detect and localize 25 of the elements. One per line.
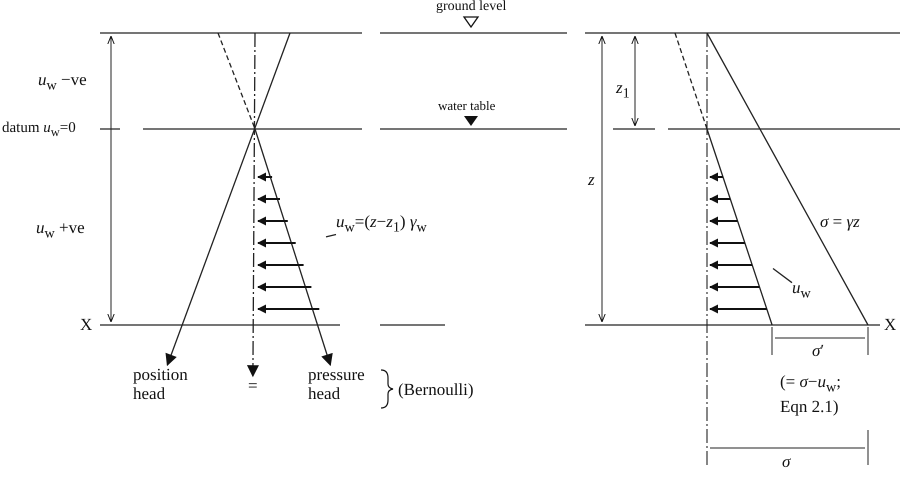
text-label: z — [588, 170, 595, 189]
text-label: water table — [438, 97, 496, 115]
text-label: (= σ−u$_{w}$; Eqn 2.1) — [780, 372, 842, 416]
arrow — [246, 33, 259, 378]
arrow — [254, 128, 333, 366]
text-label: ground level — [436, 0, 506, 16]
text-label: X — [884, 315, 896, 334]
text-label: σ′ — [812, 341, 824, 360]
annotation-label: u$_{w}$ — [792, 278, 811, 304]
text-label: u$_{w}$ +ve — [36, 218, 85, 244]
text-label: u$_{w}$ −ve — [38, 70, 87, 96]
text-label: X — [80, 315, 92, 334]
text-label: datum u$_{w}$=0 — [2, 119, 76, 141]
pore-pressure-diagram — [710, 165, 773, 325]
text-label: σ — [782, 452, 790, 471]
text-label: z$_{1}$ — [616, 78, 630, 104]
leader-line — [326, 234, 336, 238]
text-label: (Bernoulli) — [398, 380, 474, 399]
arrow — [166, 32, 291, 366]
annotation-label: pressure head — [308, 365, 386, 403]
annotation-label: u$_{w}$=(z−z$_{1}$) γ$_{w}$ — [336, 212, 427, 238]
annotation-label: position head — [133, 365, 213, 403]
leader-line — [772, 268, 792, 284]
text-label: σ = γz — [820, 212, 860, 231]
annotation-label: = — [248, 376, 258, 395]
